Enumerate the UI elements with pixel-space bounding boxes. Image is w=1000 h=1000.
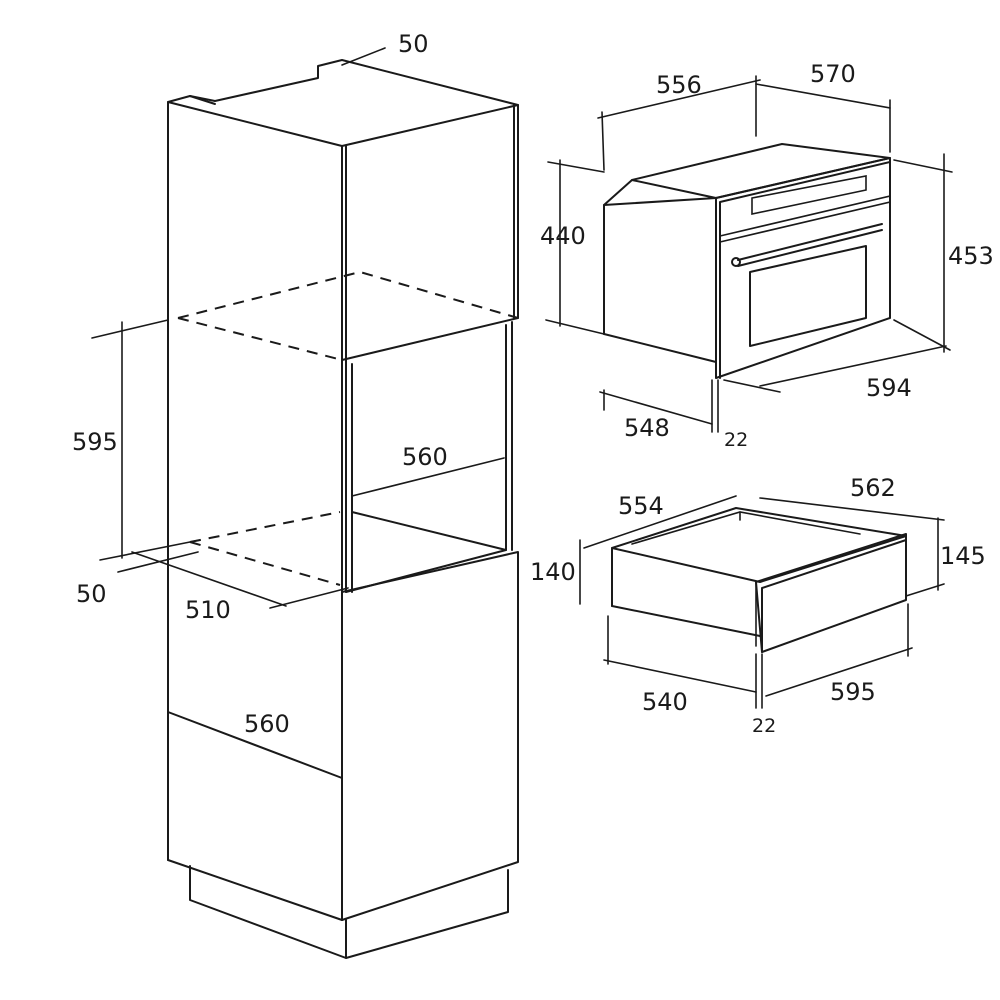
- drawer-front-panel: [755, 533, 907, 653]
- dim-ext-niche-bottom: [99, 539, 201, 561]
- drawer-dimension-lines: [579, 495, 945, 709]
- oven-handle-end: [731, 257, 741, 267]
- dim-ext-niche-top: [91, 319, 169, 339]
- dim-ext-oven-front-top-r: [893, 159, 953, 173]
- niche-top-hidden-front: [177, 317, 343, 361]
- dim-line-top-gap: [341, 47, 386, 66]
- dim-label-oven-front-height: 453: [948, 242, 994, 270]
- dim-label-drawer-bottom-depth: 540: [642, 688, 688, 716]
- niche-bottom-hidden: [189, 511, 341, 543]
- niche-top-hidden: [177, 270, 519, 319]
- dim-label-top-gap: 50: [398, 30, 429, 58]
- niche-floor: [345, 511, 507, 593]
- dim-line-oven-overall-depth: [755, 83, 891, 109]
- cabinet-top-outline: [167, 59, 519, 147]
- dim-line-oven-front-width-start: [723, 379, 781, 393]
- cabinet-top-notch: [189, 95, 216, 105]
- lower-box-bottom-left: [167, 859, 343, 921]
- dim-ext-oven-front-bottom-r: [893, 319, 951, 351]
- dim-line-niche-width: [351, 457, 505, 497]
- dim-label-drawer-front-thickness: 22: [752, 715, 776, 737]
- dim-label-oven-overall-depth: 570: [810, 60, 856, 88]
- warming-drawer: [611, 507, 907, 653]
- oven-control-divider: [719, 195, 891, 237]
- lower-box-top: [341, 551, 519, 921]
- lower-box-split: [167, 711, 343, 779]
- dim-line-drawer-body-depth: [583, 495, 737, 549]
- niche-bottom-hidden-front: [189, 541, 341, 586]
- dim-label-drawer-front-width: 595: [830, 678, 876, 706]
- upper-box-bottom: [341, 317, 519, 361]
- dim-ext-oven-top: [547, 161, 605, 173]
- dim-label-drawer-body-height: 140: [530, 558, 576, 586]
- dim-label-niche-depth: 510: [185, 596, 231, 624]
- dim-line-niche-depth: [131, 551, 287, 607]
- oven-body-bottom-side: [603, 333, 717, 363]
- dim-line-drawer-front-width: [765, 647, 913, 697]
- cabinet-plinth: [189, 865, 509, 959]
- dim-label-oven-body-height: 440: [540, 222, 586, 250]
- dim-label-niche-height: 595: [72, 428, 118, 456]
- dim-label-oven-front-width: 594: [866, 374, 912, 402]
- dim-line-drawer-overall-depth: [759, 497, 945, 521]
- dim-ext-oven-back: [601, 111, 605, 171]
- dim-label-drawer-body-depth: 554: [618, 492, 664, 520]
- dim-line-oven-front-width: [759, 345, 947, 387]
- dim-label-niche-width: 560: [402, 443, 448, 471]
- drawer-top-inner: [631, 511, 861, 545]
- oven-control-divider-2: [719, 201, 891, 243]
- drawer-front-thickness: [761, 539, 907, 653]
- dim-label-drawer-overall-depth: 562: [850, 474, 896, 502]
- dim-label-oven-body-depth: 556: [656, 71, 702, 99]
- dim-label-oven-bottom-depth: 548: [624, 414, 670, 442]
- oven-front-panel: [715, 157, 891, 379]
- dim-label-base-gap: 50: [76, 580, 107, 608]
- oven-window: [749, 245, 867, 347]
- oven-body-outline: [603, 143, 891, 206]
- dim-ext-oven-bottom: [545, 319, 605, 335]
- dim-label-drawer-front-height: 145: [940, 542, 986, 570]
- dim-ext-drawer-front-bottom: [905, 583, 945, 597]
- oven-handle-lower: [737, 229, 883, 267]
- tall-cabinet: [167, 59, 519, 959]
- oven-control-strip: [751, 175, 867, 215]
- dim-line-base-gap: [117, 551, 199, 573]
- dim-label-lower-width: 560: [244, 710, 290, 738]
- cabinet-dimension-lines: [91, 47, 505, 609]
- oven-handle: [737, 223, 883, 261]
- oven-dimension-lines: [545, 75, 953, 433]
- dim-line-drawer-bottom-depth: [603, 659, 757, 693]
- dim-line-oven-bottom-depth: [599, 391, 713, 425]
- dim-label-oven-front-thickness: 22: [724, 429, 748, 451]
- oven-front-thickness: [719, 161, 891, 379]
- oven-body-top-side: [631, 179, 717, 199]
- dim-line-oven-body-depth: [597, 79, 761, 119]
- oven-unit: [603, 143, 891, 379]
- dim-ext-niche-depth: [269, 587, 349, 609]
- drawer-bottom-side: [611, 605, 761, 637]
